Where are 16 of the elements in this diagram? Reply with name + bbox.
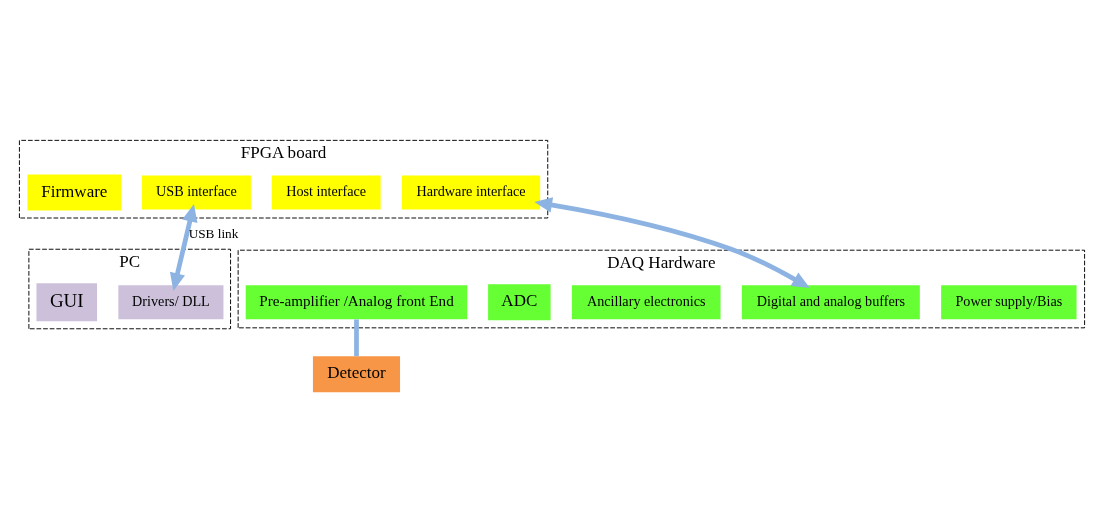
node-box: Firmware [27,173,122,210]
node-box: Power supply/Bias [941,284,1077,319]
node-box: Host interface [271,174,381,209]
edge-label: USB link [188,225,239,241]
node-box: GUI [36,282,98,321]
arrow [534,196,810,288]
node-box: Drivers/ DLL [118,284,224,319]
arrow [169,203,198,291]
node-box: Pre-amplifier /Analog front End [245,284,468,319]
node-box: ADC [488,283,551,320]
node-box: Detector [312,355,401,392]
node-box: Digital and analog buffers [741,284,920,319]
node-box: Hardware interface [401,174,541,209]
connector [354,318,359,356]
node-box: Ancillary electronics [571,284,721,319]
node-box: USB interface [142,174,251,209]
